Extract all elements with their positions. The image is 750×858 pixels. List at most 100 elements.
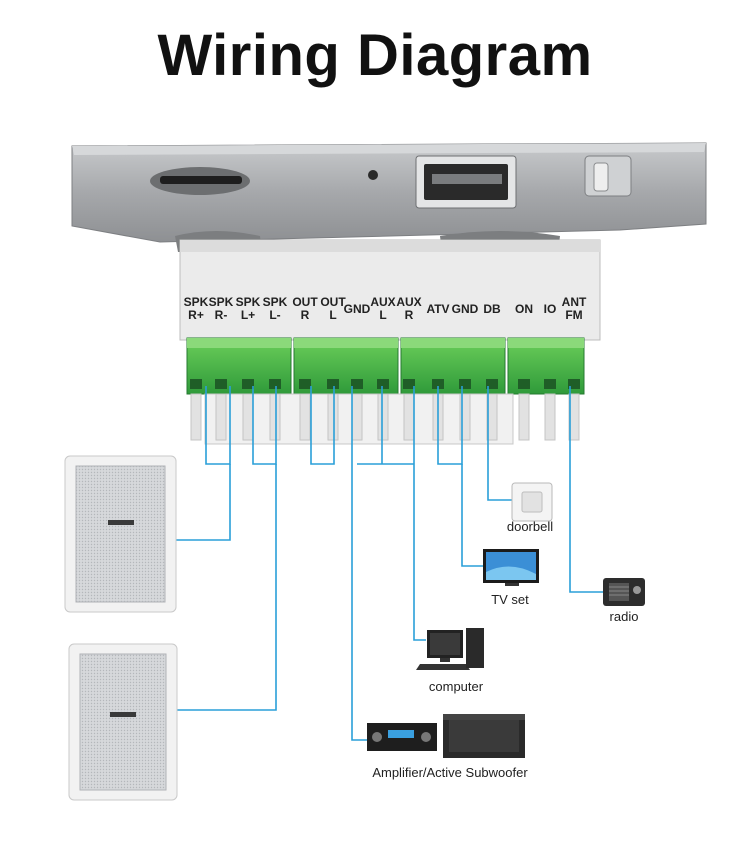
screw-hole: [215, 379, 227, 389]
wires: [176, 386, 604, 741]
wire-atv-loop: [437, 386, 463, 465]
radio-label: radio: [609, 609, 639, 624]
computer-icon: [416, 628, 484, 670]
doorbell-icon: [511, 482, 553, 522]
terminal-label-line1: DB: [483, 302, 501, 316]
plug-rib: [215, 393, 227, 441]
plug-rib: [269, 393, 281, 441]
plug-rib: [351, 393, 363, 441]
terminal-label-line1: SPK: [208, 295, 234, 309]
speaker-right: [64, 455, 177, 613]
doorbell-label: doorbell: [506, 519, 554, 534]
screw-hole: [327, 379, 339, 389]
screw-hole: [568, 379, 580, 389]
wire-computer: [413, 386, 426, 641]
screw-hole: [190, 379, 202, 389]
terminal-label-line1: ATV: [426, 302, 450, 316]
plug-rib: [568, 393, 580, 441]
terminal-label: IO: [535, 303, 565, 316]
subwoofer-icon: [443, 714, 525, 758]
terminal-label-line1: AUX: [396, 295, 422, 309]
radio-icon: [603, 578, 645, 606]
terminal-label-line1: OUT: [320, 295, 346, 309]
terminal-label-line2: L: [379, 308, 387, 322]
amplifier-label: Amplifier/Active Subwoofer: [372, 765, 528, 780]
diagram-title: Wiring Diagram: [157, 23, 593, 88]
terminal-label-line1: IO: [543, 302, 557, 316]
screw-hole: [377, 379, 389, 389]
plug-rib: [518, 393, 530, 441]
screw-hole: [299, 379, 311, 389]
terminal-label-line1: SPK: [262, 295, 288, 309]
plug-rib: [327, 393, 339, 441]
terminal-label-line1: GND: [451, 302, 479, 316]
screw-hole: [351, 379, 363, 389]
plug-rib: [299, 393, 311, 441]
terminal-label-line1: SPK: [183, 295, 209, 309]
wire-speaker-right: [176, 464, 231, 541]
tv-icon: [483, 549, 539, 586]
tv-label: TV set: [491, 592, 529, 607]
led-indicator: [368, 170, 378, 180]
amplifier-icon: [367, 723, 437, 751]
wire-doorbell: [487, 386, 516, 501]
speaker-left: [68, 643, 178, 801]
screw-hole: [544, 379, 556, 389]
terminal-label-line2: L+: [240, 308, 256, 322]
terminal-screw-holes: [190, 379, 580, 389]
wire-out-loop: [310, 386, 335, 465]
screw-hole: [432, 379, 444, 389]
terminal-label: ATV: [423, 303, 453, 316]
plug-rib: [242, 393, 254, 441]
terminal-label-line2: R-: [214, 308, 228, 322]
terminal-label-line1: ANT: [561, 295, 587, 309]
screw-hole: [242, 379, 254, 389]
terminal-label-line1: AUX: [370, 295, 396, 309]
terminal-label: GND: [342, 303, 372, 316]
terminal-label: ON: [509, 303, 539, 316]
module-body: [179, 239, 601, 341]
plug-ribs: [190, 393, 580, 441]
wire-tv: [461, 464, 484, 567]
wire-speaker-left: [176, 464, 277, 711]
terminal-label: DB: [477, 303, 507, 316]
wire-spk-r-loop: [205, 386, 231, 465]
usb-port: [415, 155, 517, 209]
terminal-label-line2: FM: [565, 308, 583, 322]
plug-rib: [544, 393, 556, 441]
terminal-label-line2: L-: [269, 308, 281, 322]
terminal-label-line1: SPK: [235, 295, 261, 309]
terminal-label-line1: OUT: [292, 295, 318, 309]
wire-spk-l-loop: [252, 386, 277, 465]
panel-body: [71, 142, 707, 243]
plug-rib: [377, 393, 389, 441]
plug-rib: [486, 393, 498, 441]
screw-hole: [459, 379, 471, 389]
terminal-label: GND: [450, 303, 480, 316]
screw-hole: [269, 379, 281, 389]
switch-button: [584, 155, 632, 197]
screw-hole: [518, 379, 530, 389]
plug-rib: [459, 393, 471, 441]
terminal-label-line2: R+: [188, 308, 204, 322]
terminal-label-line2: L: [329, 308, 337, 322]
computer-label: computer: [428, 679, 484, 694]
sd-card-slot: [150, 167, 250, 195]
screw-hole: [486, 379, 498, 389]
terminal-label-line2: R: [404, 308, 414, 322]
terminal-label-line1: ON: [515, 302, 533, 316]
wire-radio: [569, 386, 604, 593]
plug-rib: [403, 393, 415, 441]
terminal-label-line1: GND: [343, 302, 371, 316]
screw-hole: [403, 379, 415, 389]
terminal-label-line2: R: [300, 308, 310, 322]
